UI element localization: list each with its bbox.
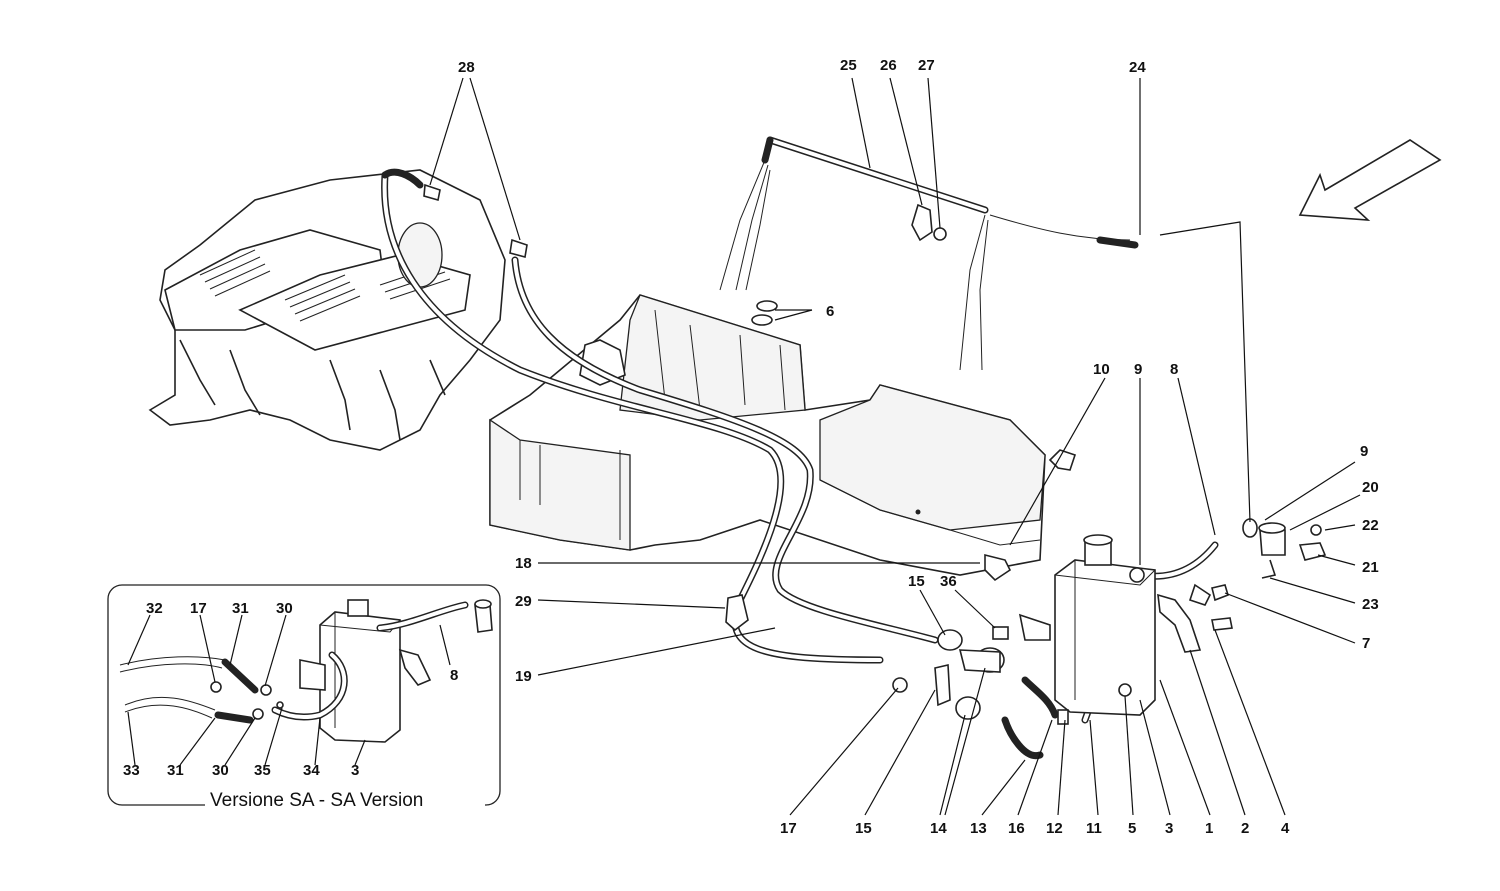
callout-21: 21 — [1362, 559, 1379, 576]
inset-sa-version: Versione SA - SA Version — [107, 584, 501, 814]
inset-caption: Versione SA - SA Version — [210, 790, 423, 811]
callout-13: 13 — [970, 820, 987, 837]
callout-9-right: 9 — [1360, 443, 1368, 460]
callout-25: 25 — [840, 57, 857, 74]
inset-parts — [119, 599, 493, 743]
inset-callout-3: 3 — [351, 762, 359, 779]
carbon-canister-assembly — [423, 183, 1327, 725]
inset-callout-33: 33 — [123, 762, 140, 779]
callout-17: 17 — [780, 820, 797, 837]
callout-1: 1 — [1205, 820, 1213, 837]
bottom-leader-lines — [789, 629, 1286, 816]
callout-26: 26 — [880, 57, 897, 74]
callout-19: 19 — [515, 668, 532, 685]
callout-12: 12 — [1046, 820, 1063, 837]
callout-6: 6 — [826, 303, 834, 320]
callout-36: 36 — [940, 573, 957, 590]
callout-3: 3 — [1165, 820, 1173, 837]
callout-24: 24 — [1129, 59, 1146, 76]
callout-11: 11 — [1086, 820, 1102, 837]
callout-15-lower: 15 — [855, 820, 872, 837]
inset-callout-30-bottom: 30 — [212, 762, 229, 779]
inset-callout-8: 8 — [450, 667, 458, 684]
direction-arrow-icon — [1298, 139, 1442, 221]
fuel-tank-assembly — [489, 294, 1077, 576]
callout-9-top: 9 — [1134, 361, 1142, 378]
callout-2: 2 — [1241, 820, 1249, 837]
callout-8: 8 — [1170, 361, 1178, 378]
inset-callout-31-top: 31 — [232, 600, 249, 617]
callout-4: 4 — [1281, 820, 1290, 837]
inset-callout-34: 34 — [303, 762, 320, 779]
callout-16: 16 — [1008, 820, 1025, 837]
callout-23: 23 — [1362, 596, 1379, 613]
inset-callout-30-top: 30 — [276, 600, 293, 617]
callout-numbers: 28 25 26 27 24 6 10 9 8 9 20 22 21 23 7 … — [458, 57, 1379, 837]
callout-20: 20 — [1362, 479, 1379, 496]
inset-callout-35: 35 — [254, 762, 271, 779]
callout-18: 18 — [515, 555, 532, 572]
callout-10: 10 — [1093, 361, 1110, 378]
intake-manifold — [148, 169, 506, 451]
callout-28: 28 — [458, 59, 475, 76]
callout-27: 27 — [918, 57, 935, 74]
inset-callout-17: 17 — [190, 600, 207, 617]
callout-22: 22 — [1362, 517, 1379, 534]
callout-7: 7 — [1362, 635, 1370, 652]
callout-14: 14 — [930, 820, 947, 837]
callout-15-upper: 15 — [908, 573, 925, 590]
callout-5: 5 — [1128, 820, 1136, 837]
inset-callout-32: 32 — [146, 600, 163, 617]
leader-lines — [429, 77, 1361, 676]
inset-leader-lines — [127, 614, 451, 766]
callout-29: 29 — [515, 593, 532, 610]
inset-callout-31-bottom: 31 — [167, 762, 184, 779]
